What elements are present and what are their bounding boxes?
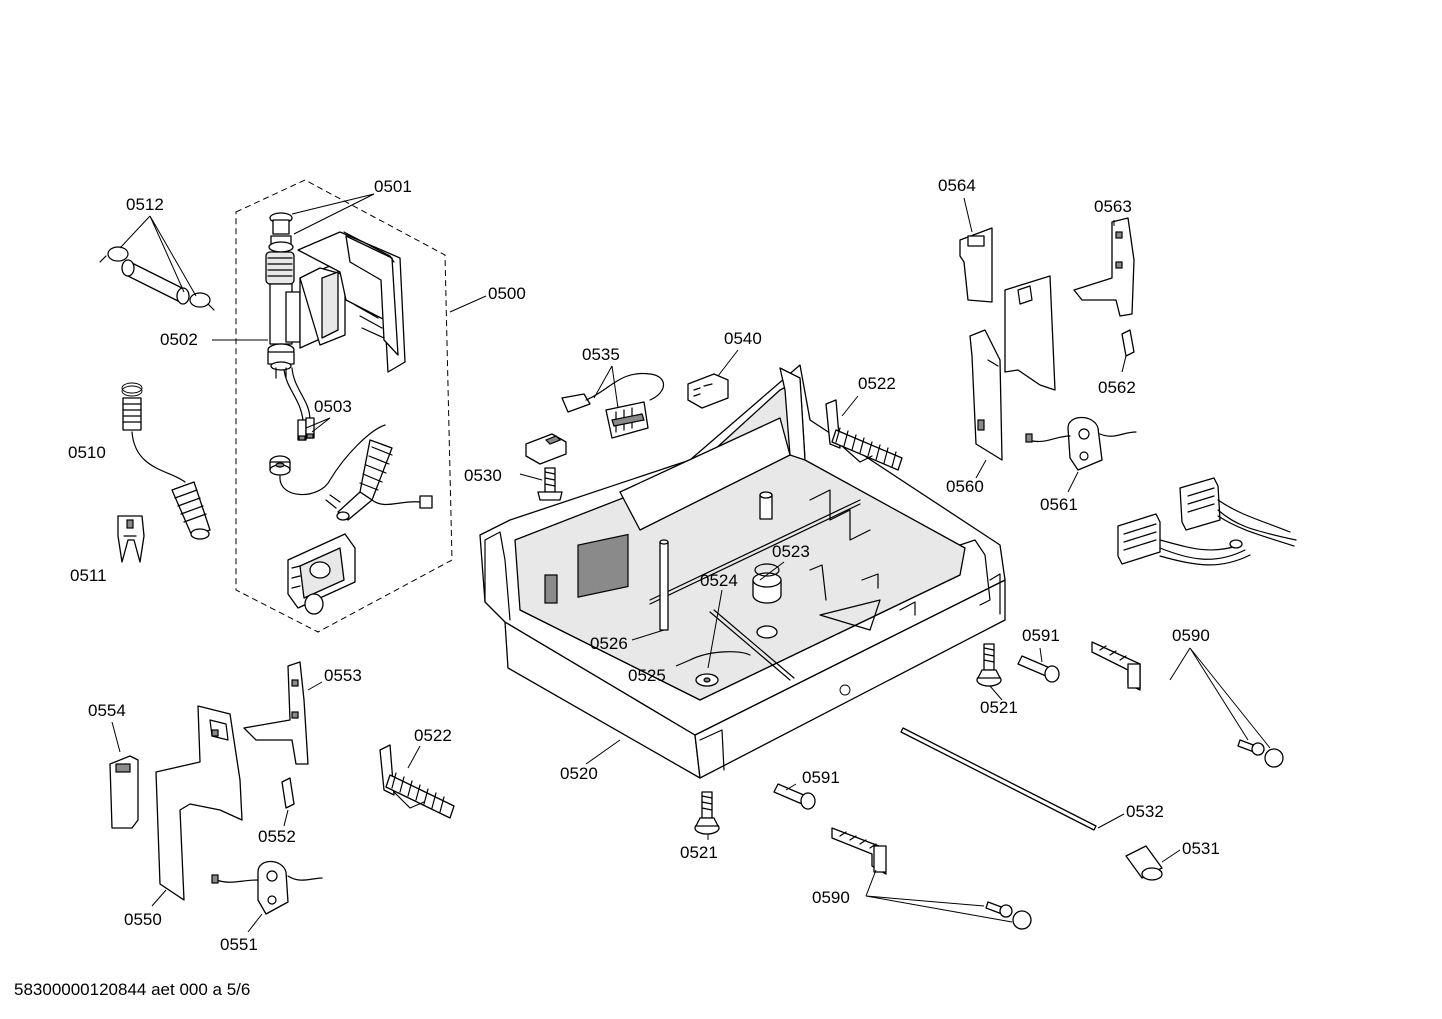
callout-0562: 0562	[1098, 378, 1136, 397]
part-0503-terminals[interactable]	[283, 367, 315, 441]
callout-0521-right: 0521	[980, 698, 1018, 717]
part-0520-base-frame[interactable]	[479, 364, 1006, 779]
callout-0522-left: 0522	[414, 726, 452, 745]
callout-0540: 0540	[724, 329, 762, 348]
part-0503-nut[interactable]	[269, 455, 291, 476]
callout-0563: 0563	[1094, 197, 1132, 216]
callout-0550: 0550	[124, 910, 162, 929]
callout-0590-bottom: 0590	[812, 888, 850, 907]
callout-0503: 0503	[314, 397, 352, 416]
part-0500-bracket[interactable]	[287, 533, 356, 615]
part-0512-tube[interactable]	[121, 259, 190, 305]
callout-0535: 0535	[582, 345, 620, 364]
part-0590-screw-cap-right[interactable]	[1237, 739, 1284, 768]
callout-0502: 0502	[160, 330, 198, 349]
part-0563-bracket[interactable]	[1073, 217, 1135, 317]
callout-0522-right: 0522	[858, 374, 896, 393]
part-0540-connector[interactable]	[687, 373, 729, 409]
part-0535-cable[interactable]	[561, 372, 665, 439]
part-0551-sensor[interactable]	[211, 860, 323, 915]
callout-0532: 0532	[1126, 802, 1164, 821]
callout-0560: 0560	[946, 477, 984, 496]
part-0532-rod[interactable]	[900, 727, 1097, 831]
callout-0591-bottom: 0591	[802, 768, 840, 787]
part-0591-bolt-bottom[interactable]	[773, 783, 816, 810]
part-0500-outline	[235, 179, 453, 633]
part-0512-clamps[interactable]	[99, 246, 215, 311]
callout-0520: 0520	[560, 764, 598, 783]
callout-0591-right: 0591	[1022, 626, 1060, 645]
callout-0531: 0531	[1182, 839, 1220, 858]
drawing-reference-footer: 58300000120844 aet 000 a 5/6	[14, 980, 251, 999]
callout-0554: 0554	[88, 701, 126, 720]
part-0591-bolt-right[interactable]	[1017, 655, 1060, 683]
callout-0590-right: 0590	[1172, 626, 1210, 645]
part-0554-bracket[interactable]	[109, 755, 139, 829]
callout-0526: 0526	[590, 634, 628, 653]
callout-0511: 0511	[70, 566, 107, 585]
part-0562-clip[interactable]	[1121, 329, 1135, 357]
part-0500-hose[interactable]	[279, 424, 433, 521]
callout-0525: 0525	[628, 666, 666, 685]
callout-0512: 0512	[126, 195, 164, 214]
callout-0500: 0500	[488, 284, 526, 303]
part-0590-rail-bottom[interactable]	[831, 827, 887, 875]
part-0511-clip[interactable]	[117, 515, 145, 563]
callout-0530: 0530	[464, 466, 502, 485]
callout-0561: 0561	[1040, 495, 1078, 514]
part-0510-hose[interactable]	[121, 382, 211, 540]
part-0522-spring-left[interactable]	[379, 744, 455, 819]
part-0531-cap[interactable]	[1125, 845, 1163, 881]
callout-0501: 0501	[374, 177, 412, 196]
leader-lines	[111, 193, 1271, 933]
part-0553-bracket[interactable]	[243, 661, 309, 765]
part-0530-screw[interactable]	[537, 467, 563, 501]
part-0502-valve[interactable]	[265, 212, 301, 379]
part-0590-rail-right[interactable]	[1091, 641, 1141, 691]
callout-0551: 0551	[220, 935, 258, 954]
part-0521-foot-right[interactable]	[976, 643, 1002, 687]
callout-labels: 0501 0512 0500 0502 0503 0510 0511 0535 …	[68, 176, 1220, 954]
callout-0510: 0510	[68, 443, 106, 462]
callout-0521-bottom: 0521	[680, 843, 718, 862]
part-0550-bracket[interactable]	[155, 705, 243, 901]
part-0552-clip[interactable]	[281, 777, 295, 809]
part-0560-bracket[interactable]	[969, 275, 1056, 461]
part-0564-bracket[interactable]	[959, 227, 993, 303]
part-0522-spring-right[interactable]	[825, 399, 903, 471]
callout-0523: 0523	[772, 542, 810, 561]
part-0500-housing[interactable]	[297, 231, 406, 373]
callout-0552: 0552	[258, 827, 296, 846]
part-0521-foot-bottom[interactable]	[694, 791, 720, 835]
part-0590-screw-cap-bottom[interactable]	[985, 901, 1032, 930]
part-0530-clip[interactable]	[525, 433, 567, 465]
callout-0553: 0553	[324, 666, 362, 685]
part-wiring-harness[interactable]	[1117, 477, 1297, 566]
part-0561-sensor[interactable]	[1025, 416, 1137, 471]
callout-0564: 0564	[938, 176, 976, 195]
callout-0524: 0524	[700, 571, 738, 590]
